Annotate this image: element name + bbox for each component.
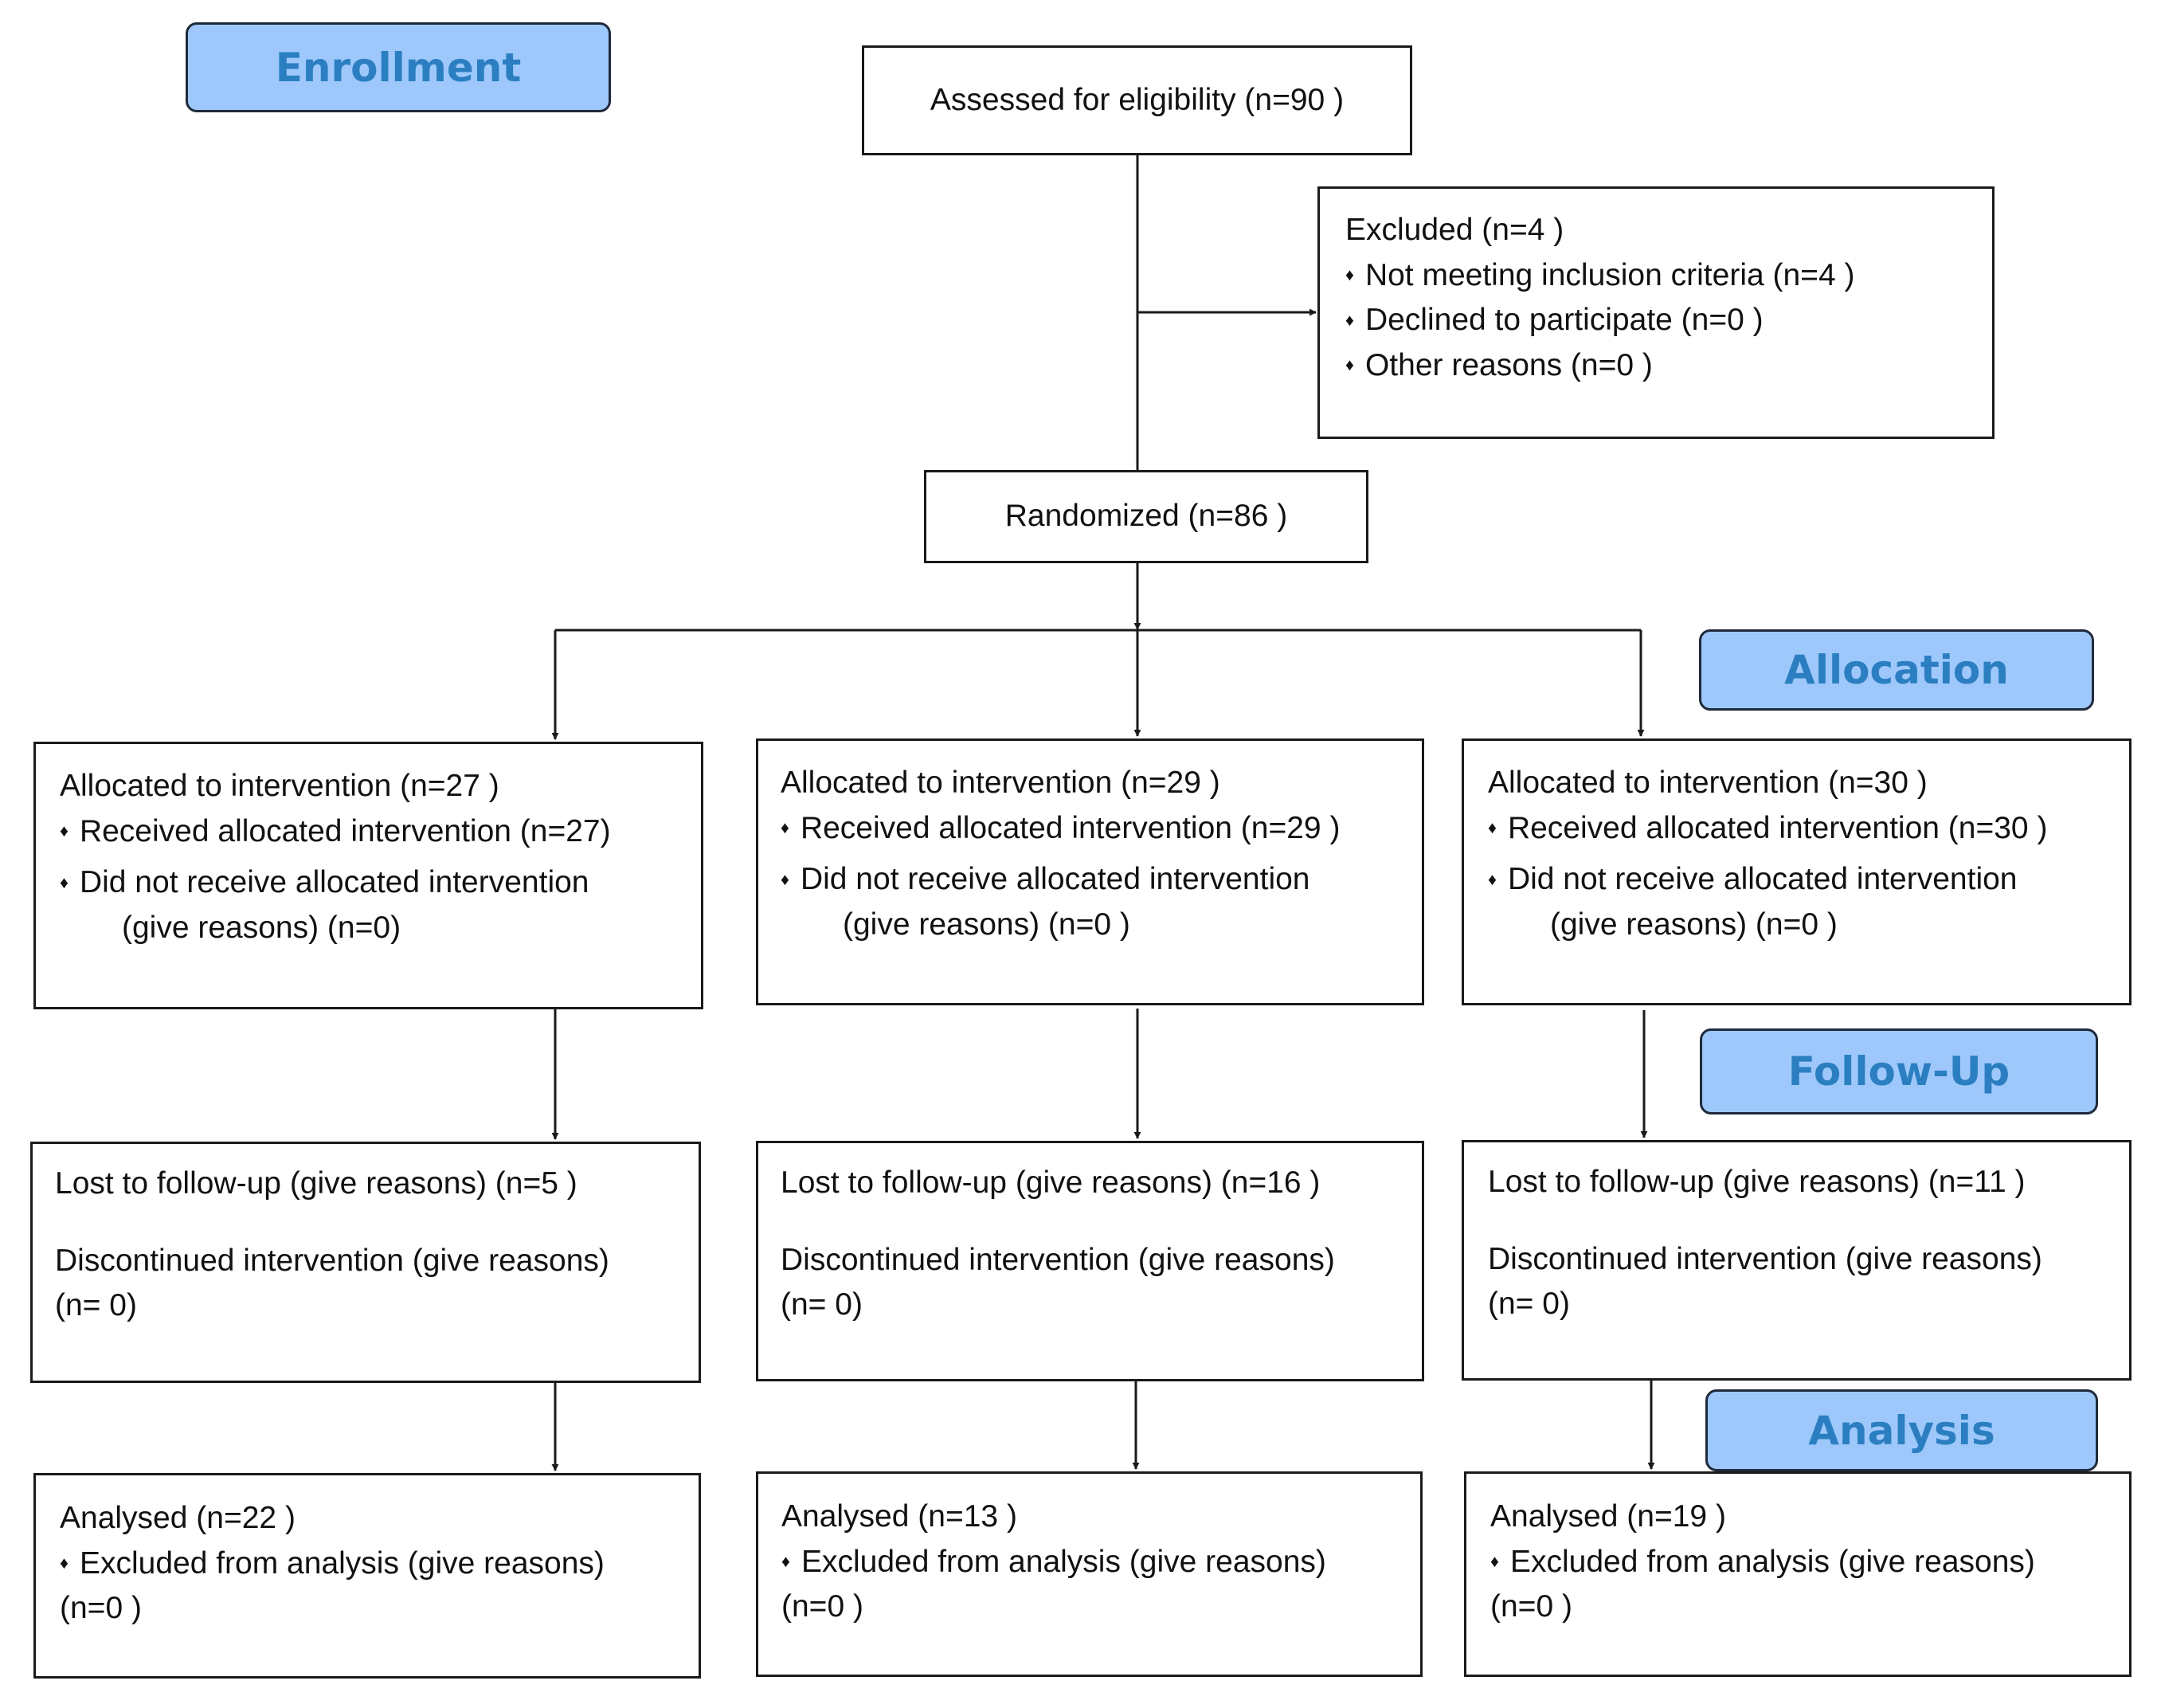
discontinued-count: (n= 0) — [781, 1287, 863, 1322]
assessed-box: Assessed for eligibility (n=90 ) — [862, 45, 1412, 155]
excluded-title: Excluded (n=4 ) — [1345, 213, 1564, 247]
discontinued-count: (n= 0) — [1488, 1287, 1570, 1322]
excluded-analysis-count: (n=0 ) — [1490, 1589, 1572, 1624]
stage-label-allocation: Allocation — [1699, 629, 2094, 711]
discontinued-text: Discontinued intervention (give reasons) — [55, 1243, 609, 1278]
analysed-text: Analysed (n=19 ) — [1490, 1499, 1726, 1534]
assessed-text: Assessed for eligibility (n=90 ) — [930, 82, 1345, 117]
not-received-item: Did not receive allocated intervention — [781, 857, 1422, 903]
excluded-item: Not meeting inclusion criteria (n=4 ) — [1345, 253, 1992, 299]
arm-3-followup-box: Lost to follow-up (give reasons) (n=11 )… — [1462, 1140, 2132, 1381]
discontinued-text: Discontinued intervention (give reasons) — [1488, 1241, 2042, 1276]
received-item: Received allocated intervention (n=30 ) — [1488, 806, 2129, 852]
received-item: Received allocated intervention (n=29 ) — [781, 806, 1422, 852]
excluded-analysis-item: Excluded from analysis (give reasons) — [1490, 1540, 2129, 1585]
arm-1-allocation-box: Allocated to intervention (n=27 ) Receiv… — [33, 742, 703, 1009]
excluded-box: Excluded (n=4 ) Not meeting inclusion cr… — [1317, 186, 1995, 439]
stage-label-analysis: Analysis — [1705, 1389, 2098, 1471]
randomized-text: Randomized (n=86 ) — [1004, 499, 1288, 534]
arm-1-analysis-box: Analysed (n=22 ) Excluded from analysis … — [33, 1473, 701, 1679]
lost-followup-text: Lost to follow-up (give reasons) (n=5 ) — [55, 1166, 577, 1201]
arm-2-followup-box: Lost to follow-up (give reasons) (n=16 )… — [756, 1141, 1424, 1381]
randomized-box: Randomized (n=86 ) — [924, 470, 1368, 563]
arm-3-allocation-box: Allocated to intervention (n=30 ) Receiv… — [1462, 738, 2132, 1005]
analysed-text: Analysed (n=22 ) — [60, 1501, 296, 1535]
allocated-text: Allocated to intervention (n=27 ) — [60, 769, 499, 803]
discontinued-text: Discontinued intervention (give reasons) — [781, 1242, 1335, 1277]
allocated-text: Allocated to intervention (n=30 ) — [1488, 766, 1928, 800]
not-received-reason: (give reasons) (n=0 ) — [843, 907, 1130, 942]
excluded-analysis-count: (n=0 ) — [781, 1589, 863, 1624]
stage-label-enrollment: Enrollment — [186, 22, 611, 112]
excluded-analysis-item: Excluded from analysis (give reasons) — [781, 1540, 1420, 1585]
lost-followup-text: Lost to follow-up (give reasons) (n=16 ) — [781, 1165, 1321, 1200]
arm-1-followup-box: Lost to follow-up (give reasons) (n=5 ) … — [30, 1142, 701, 1383]
not-received-item: Did not receive allocated intervention — [1488, 857, 2129, 903]
excluded-analysis-item: Excluded from analysis (give reasons) — [60, 1542, 699, 1587]
not-received-reason: (give reasons) (n=0) — [122, 910, 401, 945]
excluded-item: Other reasons (n=0 ) — [1345, 343, 1992, 389]
arm-3-analysis-box: Analysed (n=19 ) Excluded from analysis … — [1464, 1471, 2132, 1677]
excluded-analysis-count: (n=0 ) — [60, 1591, 142, 1626]
arm-2-allocation-box: Allocated to intervention (n=29 ) Receiv… — [756, 738, 1424, 1005]
stage-label-follow-up: Follow-Up — [1700, 1028, 2098, 1115]
lost-followup-text: Lost to follow-up (give reasons) (n=11 ) — [1488, 1165, 2026, 1199]
received-item: Received allocated intervention (n=27) — [60, 809, 701, 855]
arm-2-analysis-box: Analysed (n=13 ) Excluded from analysis … — [756, 1471, 1423, 1677]
not-received-reason: (give reasons) (n=0 ) — [1550, 907, 1838, 942]
allocated-text: Allocated to intervention (n=29 ) — [781, 766, 1220, 800]
analysed-text: Analysed (n=13 ) — [781, 1499, 1017, 1534]
discontinued-count: (n= 0) — [55, 1288, 137, 1323]
not-received-item: Did not receive allocated intervention — [60, 860, 701, 906]
excluded-item: Declined to participate (n=0 ) — [1345, 298, 1992, 343]
